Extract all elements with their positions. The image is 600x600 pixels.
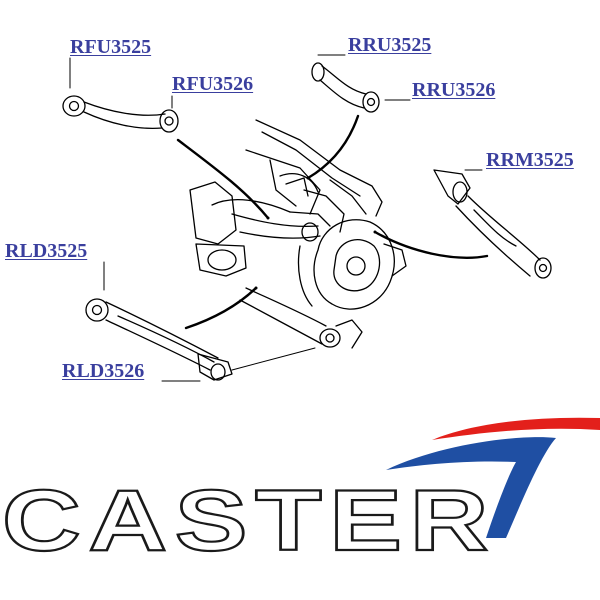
pointer-curves [176,114,489,330]
part-rru-arm [311,62,380,113]
label-rrm3525: RRM3525 [486,149,574,171]
caster-logo-text: CASTER [1,478,496,558]
pointer-ends [254,176,377,290]
pointer-rru [306,114,360,180]
part-knuckle-assembly [189,119,407,349]
label-rru3526: RRU3526 [412,79,496,101]
label-rfu3525: RFU3525 [70,36,152,58]
leader-lines [69,54,483,382]
label-rld3526: RLD3526 [62,360,145,382]
leader-rld3526-diag [231,347,316,371]
pointer-rfu [176,138,270,220]
pointer-rld [184,286,258,330]
logo-swoosh-blue [386,437,556,538]
caster-logo-mark [386,417,600,538]
part-rld-link [85,298,233,381]
caster-wordmark: CASTER [2,478,496,558]
label-rfu3526: RFU3526 [172,73,254,95]
label-rru3525: RRU3525 [348,34,432,56]
label-rld3525: RLD3525 [5,240,88,262]
logo-swoosh-red [432,417,600,440]
pointer-rrm [373,230,489,259]
part-rfu-arm [62,95,179,133]
part-rrm-arm [433,169,552,279]
